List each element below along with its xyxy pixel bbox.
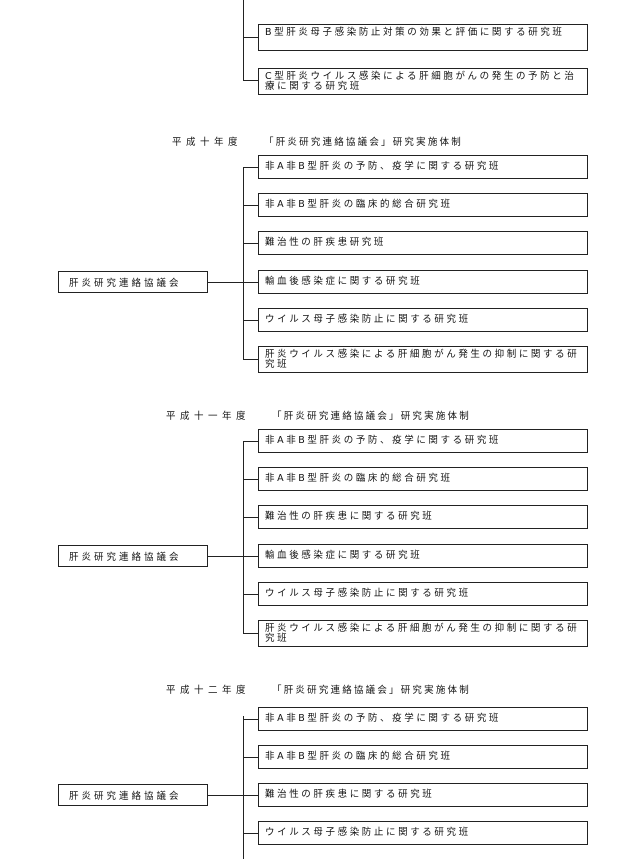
org-box: 非A非B型肝炎の臨床的総合研究班 — [258, 467, 588, 491]
org-box: 非A非B型肝炎の予防、疫学に関する研究班 — [258, 155, 588, 179]
branch-line — [243, 556, 258, 557]
org-box: ウイルス母子感染防止に関する研究班 — [258, 582, 588, 606]
org-box: 輸血後感染症に関する研究班 — [258, 270, 588, 294]
branch-line — [243, 282, 258, 283]
org-box: C型肝炎ウイルス感染による肝細胞がんの発生の予防と治療に関する研究班 — [258, 68, 588, 95]
org-box: 難治性の肝疾患に関する研究班 — [258, 505, 588, 529]
branch-line — [243, 243, 258, 244]
root-connector-line — [208, 282, 243, 283]
branch-line — [243, 594, 258, 595]
org-box: B型肝炎母子感染防止対策の効果と評価に関する研究班 — [258, 24, 588, 51]
branch-line — [243, 479, 258, 480]
branch-line — [243, 320, 258, 321]
branch-line — [243, 167, 258, 168]
branch-line — [243, 633, 258, 634]
section-year: 平成十一年度 — [166, 411, 251, 422]
branch-line — [243, 517, 258, 518]
branch-line — [243, 441, 258, 442]
branch-line — [243, 795, 258, 796]
org-box: 難治性の肝疾患研究班 — [258, 231, 588, 255]
top-trunk-line — [243, 0, 244, 80]
org-box: 難治性の肝疾患に関する研究班 — [258, 783, 588, 807]
root-connector-line — [208, 795, 243, 796]
section-year: 平成十二年度 — [166, 685, 251, 696]
branch-line — [243, 757, 258, 758]
root-box: 肝炎研究連絡協議会 — [58, 545, 208, 567]
root-box: 肝炎研究連絡協議会 — [58, 784, 208, 806]
section-year: 平成十年度 — [172, 137, 243, 148]
branch-line — [243, 205, 258, 206]
org-box: 非A非B型肝炎の予防、疫学に関する研究班 — [258, 707, 588, 731]
branch-line — [243, 359, 258, 360]
section-title: 「肝炎研究連絡協議会」研究実施体制 — [272, 685, 471, 696]
org-box: 非A非B型肝炎の予防、疫学に関する研究班 — [258, 429, 588, 453]
top-branch-line — [243, 37, 258, 38]
section-title: 「肝炎研究連絡協議会」研究実施体制 — [264, 137, 463, 148]
trunk-line — [243, 441, 244, 633]
section-heading: 平成十年度 「肝炎研究連絡協議会」研究実施体制 — [172, 134, 463, 148]
branch-line — [243, 719, 258, 720]
trunk-line — [243, 716, 244, 859]
org-box: ウイルス母子感染防止に関する研究班 — [258, 821, 588, 845]
branch-line — [243, 833, 258, 834]
org-box: 肝炎ウイルス感染による肝細胞がん発生の抑制に関する研究班 — [258, 620, 588, 647]
org-box: 輸血後感染症に関する研究班 — [258, 544, 588, 568]
org-box: 肝炎ウイルス感染による肝細胞がん発生の抑制に関する研究班 — [258, 346, 588, 373]
trunk-line — [243, 167, 244, 359]
section-title: 「肝炎研究連絡協議会」研究実施体制 — [272, 411, 471, 422]
root-connector-line — [208, 556, 243, 557]
root-box: 肝炎研究連絡協議会 — [58, 271, 208, 293]
org-box: ウイルス母子感染防止に関する研究班 — [258, 308, 588, 332]
section-heading: 平成十一年度 「肝炎研究連絡協議会」研究実施体制 — [166, 408, 471, 422]
org-box: 非A非B型肝炎の臨床的総合研究班 — [258, 193, 588, 217]
top-branch-line — [243, 80, 258, 81]
section-heading: 平成十二年度 「肝炎研究連絡協議会」研究実施体制 — [166, 682, 471, 696]
org-box: 非A非B型肝炎の臨床的総合研究班 — [258, 745, 588, 769]
